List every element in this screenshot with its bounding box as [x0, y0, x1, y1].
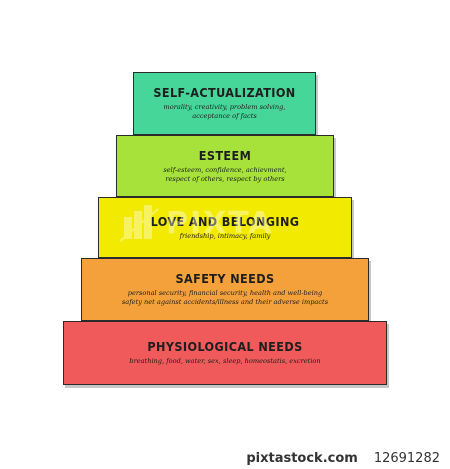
description-line: acceptance of facts	[192, 112, 257, 120]
tier-description: breathing, food, water, sex, sleep, home…	[125, 357, 324, 366]
tier-title: SAFETY NEEDS	[175, 271, 275, 286]
tier-description: morality, creativity, problem solving, a…	[160, 103, 290, 121]
description-line: safety net against accidents/illness and…	[121, 298, 329, 306]
tier-title: ESTEEM	[198, 147, 252, 163]
description-line: friendship, intimacy, family	[179, 231, 271, 240]
tier-title: PHYSIOLOGICAL NEEDS	[147, 339, 303, 354]
tier-title: LOVE AND BELONGING	[150, 213, 300, 229]
tier-esteem: ESTEEM self-esteem, confidence, achievme…	[116, 135, 334, 197]
description-line: self-esteem, confidence, achievment,	[163, 165, 287, 174]
tier-description: friendship, intimacy, family	[176, 232, 275, 241]
tier-description: personal security, financial security, h…	[118, 289, 332, 307]
tier-love-and-belonging: LOVE AND BELONGING friendship, intimacy,…	[98, 197, 352, 258]
description-line: respect of others, respect by others	[165, 174, 285, 183]
description-line: morality, creativity, problem solving,	[163, 103, 286, 111]
footer-brand: pixtastock.com	[246, 450, 358, 466]
tier-self-actualization: SELF-ACTUALIZATION morality, creativity,…	[133, 72, 316, 135]
description-line: personal security, financial security, h…	[127, 289, 323, 297]
description-line: breathing, food, water, sex, sleep, home…	[129, 357, 321, 365]
tier-title: SELF-ACTUALIZATION	[153, 85, 296, 100]
tier-safety-needs: SAFETY NEEDS personal security, financia…	[81, 258, 369, 321]
footer-bar: pixtastock.com 12691282	[0, 447, 450, 469]
tier-physiological-needs: PHYSIOLOGICAL NEEDS breathing, food, wat…	[63, 321, 387, 385]
tier-description: self-esteem, confidence, achievment, res…	[159, 166, 290, 184]
footer-image-number: 12691282	[373, 450, 440, 466]
